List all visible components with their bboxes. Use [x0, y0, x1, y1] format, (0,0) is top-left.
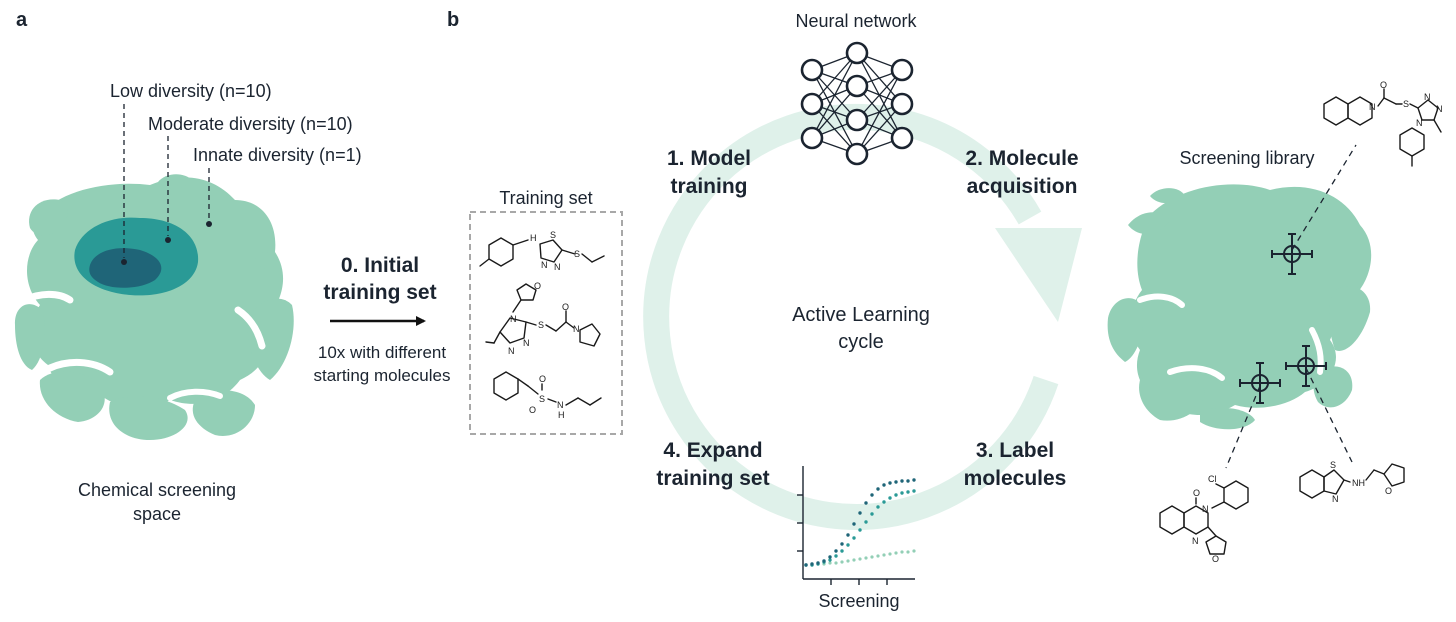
atom-n: N: [1192, 536, 1199, 546]
step-1-line1: 1. Model: [667, 147, 751, 170]
atom-o: O: [529, 405, 536, 415]
atom-n: N: [1332, 494, 1339, 504]
space-caption-line1: Chemical screening: [78, 480, 236, 500]
atom-n: N: [541, 260, 548, 270]
space-blob-small: [29, 199, 68, 236]
atom-s: S: [1403, 99, 1409, 109]
low-diversity-label: Low diversity (n=10): [110, 81, 272, 101]
moderate-diversity-point: [165, 237, 171, 243]
plot-xlabel: Screening: [818, 591, 899, 611]
low-diversity-point: [121, 259, 127, 265]
atom-n: N: [508, 346, 515, 356]
initial-set-note-line1: 10x with different: [318, 343, 446, 362]
library-blob-small: [1200, 407, 1255, 430]
screening-library-map: [1107, 184, 1372, 430]
library-blob-small: [1128, 212, 1170, 235]
initial-set-title-line2: training set: [323, 281, 436, 304]
crosshair-target-icon: [1285, 345, 1327, 387]
atom-n: N: [573, 324, 580, 334]
training-molecule-2: O N N N S O N: [485, 281, 601, 356]
panel-a-label: a: [16, 9, 28, 31]
step-4-line2: training set: [656, 467, 769, 490]
training-set-title: Training set: [499, 188, 592, 208]
atom-o: O: [562, 302, 569, 312]
space-blob-small: [39, 371, 105, 422]
library-blob-main: [1130, 184, 1372, 416]
space-blob-small: [192, 390, 255, 436]
atom-s: S: [539, 394, 545, 404]
cycle-arrowhead: [995, 228, 1082, 322]
library-blob-small: [1139, 373, 1205, 421]
atom-nh: NH: [1352, 478, 1365, 488]
panel-b-label: b: [447, 9, 459, 31]
step-2-line1: 2. Molecule: [965, 147, 1078, 170]
atom-o: O: [1193, 488, 1200, 498]
innate-diversity-label: Innate diversity (n=1): [193, 145, 362, 165]
atom-n: N: [1424, 92, 1431, 102]
atom-n: N: [557, 400, 564, 410]
step-4-line1: 4. Expand: [663, 439, 762, 462]
space-blob-small: [247, 298, 294, 380]
crosshair-target-icon: [1239, 362, 1281, 404]
atom-s: S: [1330, 460, 1336, 470]
initial-set-note-line2: starting molecules: [313, 366, 450, 385]
atom-o: O: [539, 374, 546, 384]
crosshair-target-icon: [1271, 233, 1313, 275]
atom-o: O: [1380, 80, 1387, 90]
space-caption-line2: space: [133, 504, 181, 524]
low-diversity-region: [89, 248, 162, 288]
training-set-box: [469, 211, 623, 435]
space-blob-small: [109, 396, 188, 440]
library-molecule-1: N O S N N N: [1323, 80, 1443, 167]
space-blob-small: [14, 304, 45, 370]
cycle-title-line2: cycle: [838, 331, 884, 353]
atom-s: S: [550, 230, 556, 240]
atom-n: N: [1202, 504, 1209, 514]
atom-n: N: [1416, 118, 1423, 128]
atom-n: N: [510, 314, 517, 324]
atom-s: S: [538, 320, 544, 330]
screening-library-title: Screening library: [1179, 148, 1314, 168]
atom-h: H: [558, 410, 565, 420]
screening-plot: [797, 466, 916, 585]
innate-diversity-point: [206, 221, 212, 227]
atom-n: N: [1436, 104, 1443, 114]
training-molecule-1: H S S N N: [479, 230, 605, 272]
step-3-line2: molecules: [964, 467, 1067, 490]
atom-n: N: [523, 338, 530, 348]
initial-set-title-line1: 0. Initial: [341, 254, 419, 277]
cycle-title-line1: Active Learning: [792, 304, 930, 326]
step-1-line2: training: [671, 175, 748, 198]
library-blob-small: [1313, 366, 1353, 408]
atom-nh: H: [530, 233, 537, 243]
training-molecule-3: S O O N H: [493, 371, 602, 420]
space-blob-small: [158, 174, 192, 189]
chemical-space-map: [14, 104, 294, 440]
atom-o: O: [1385, 486, 1392, 496]
library-blob-small: [1150, 188, 1185, 204]
library-molecule-3: S N NH O: [1299, 460, 1405, 504]
library-blob-small: [1107, 298, 1144, 362]
step-2-line2: acquisition: [967, 175, 1078, 198]
library-molecule-2: Cl N O N O: [1159, 474, 1249, 564]
atom-n: N: [1369, 102, 1376, 112]
neural-network-icon: [800, 41, 914, 166]
step-3-line1: 3. Label: [976, 439, 1054, 462]
moderate-diversity-label: Moderate diversity (n=10): [148, 114, 353, 134]
space-blob-small: [255, 252, 276, 269]
atom-s: S: [574, 249, 580, 259]
neural-network-title: Neural network: [795, 11, 917, 31]
atom-o: O: [1212, 554, 1219, 564]
atom-o: O: [534, 281, 541, 291]
atom-n: N: [554, 262, 561, 272]
atom-cl: Cl: [1208, 474, 1217, 484]
library-blob-small: [1328, 286, 1371, 351]
